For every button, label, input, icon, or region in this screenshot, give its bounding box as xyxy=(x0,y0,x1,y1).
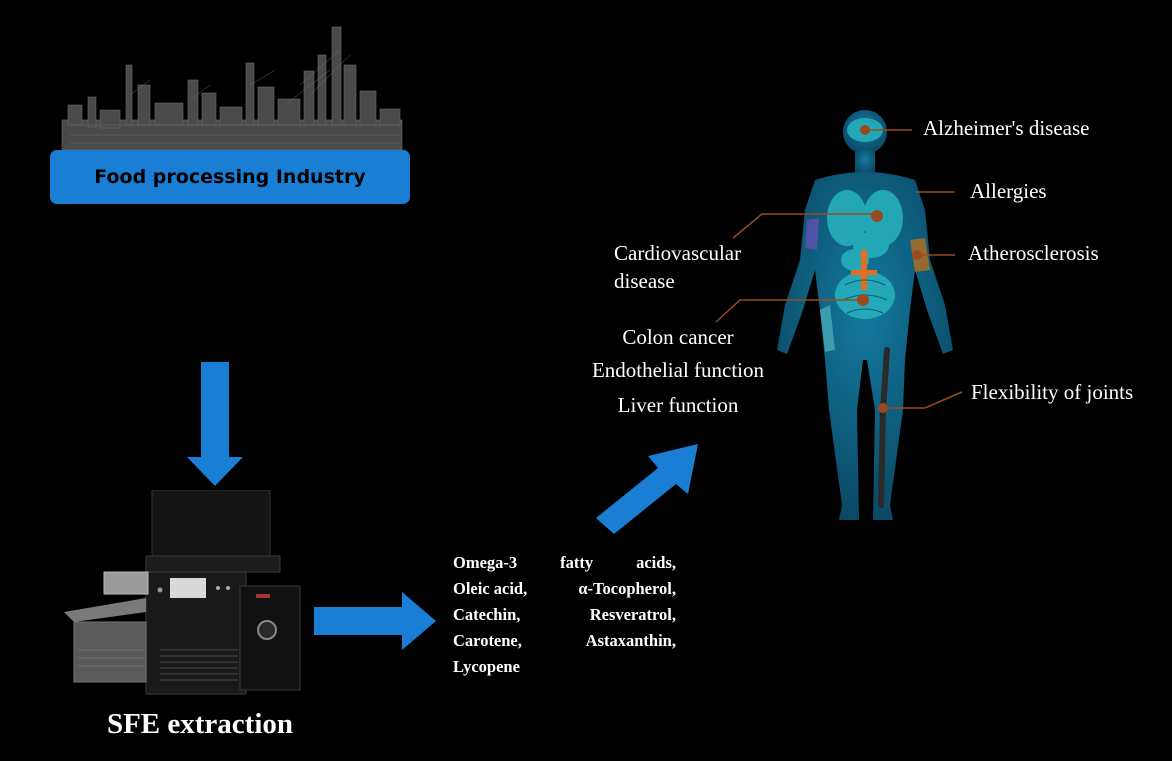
diagonal-arrow xyxy=(596,444,698,534)
compound-line: Carotene, Astaxanthin, xyxy=(453,628,676,654)
benefit-alzheimers: Alzheimer's disease xyxy=(923,116,1090,140)
benefit-endothelial: Endothelial function xyxy=(591,358,765,382)
benefit-atherosclerosis: Atherosclerosis xyxy=(968,241,1099,265)
benefit-text: disease xyxy=(614,269,675,293)
compound-line: Oleic acid, α-Tocopherol, xyxy=(453,576,676,602)
benefit-text: Cardiovascular xyxy=(614,241,742,265)
benefit-allergies: Allergies xyxy=(970,179,1047,203)
compound-line: Lycopene xyxy=(453,657,520,676)
compound-line: Omega-3 fatty acids, xyxy=(453,550,676,576)
compound-line: Catechin, Resveratrol, xyxy=(453,602,676,628)
compound-text: acids, xyxy=(636,553,676,572)
compound-text: α-Tocopherol, xyxy=(578,579,676,598)
compound-text: Carotene, xyxy=(453,631,522,650)
compound-text: Resveratrol, xyxy=(589,605,676,624)
compound-text: Oleic acid, xyxy=(453,579,528,598)
benefit-liver: Liver function xyxy=(617,393,739,417)
compounds-list: Omega-3 fatty acids, Oleic acid, α-Tocop… xyxy=(453,550,676,680)
benefit-joints: Flexibility of joints xyxy=(971,380,1134,404)
compound-text: Omega-3 xyxy=(453,553,518,572)
benefit-cardiovascular: Cardiovascular disease xyxy=(614,239,741,295)
down-arrow xyxy=(187,362,243,486)
compound-text: Catechin, xyxy=(453,605,521,624)
benefit-colon: Colon cancer xyxy=(622,325,734,349)
compound-text: fatty xyxy=(560,553,594,572)
compound-text: Astaxanthin, xyxy=(585,631,676,650)
right-arrow xyxy=(314,592,436,650)
sfe-extraction-label: SFE extraction xyxy=(106,708,294,740)
refinery-silhouette-icon xyxy=(61,26,403,151)
human-body-figure xyxy=(777,110,953,520)
industry-banner: Food processing Industry xyxy=(50,150,410,204)
sfe-instrument-icon xyxy=(64,490,301,695)
